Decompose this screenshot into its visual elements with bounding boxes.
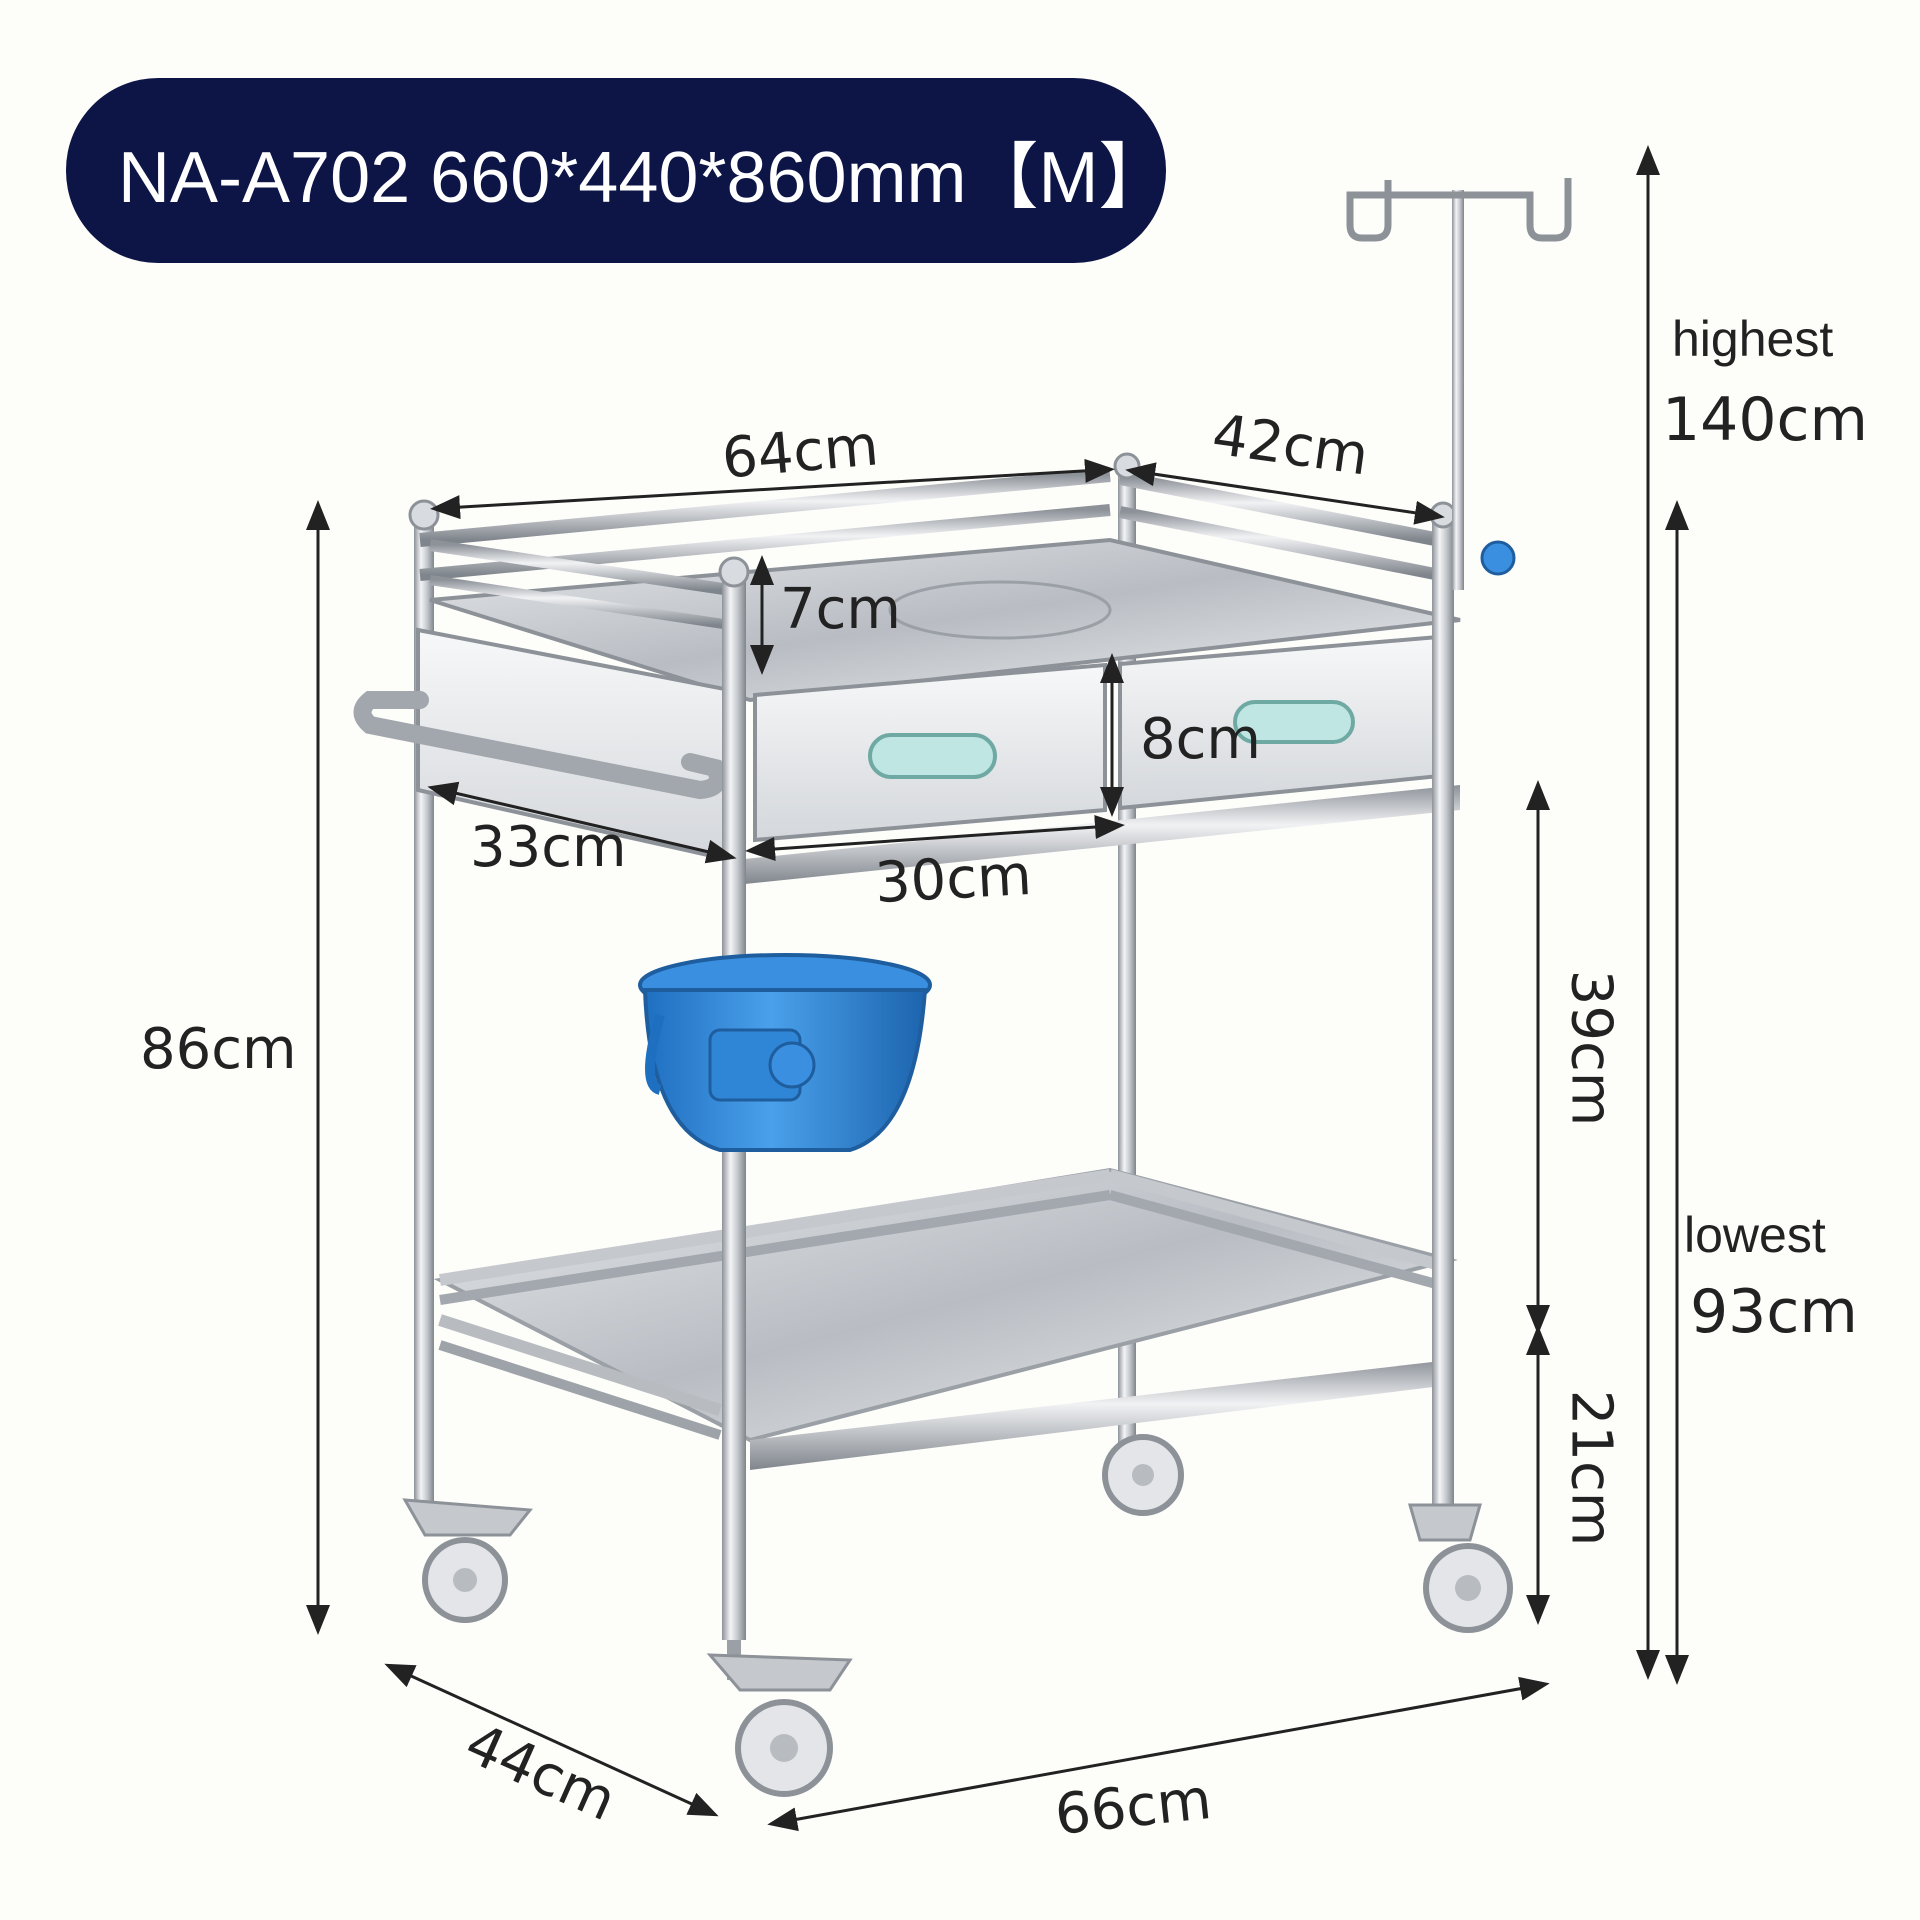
- iv-hook-right: [1458, 178, 1572, 242]
- label-top-width: 64cm: [719, 413, 882, 492]
- caster-front-left: [706, 1640, 853, 1797]
- label-bottom-clearance: 21cm: [1558, 1389, 1624, 1547]
- product-title: NA-A702 660*440*860mm【M】: [118, 138, 1171, 218]
- front-right-leg: [1432, 520, 1454, 1505]
- drawer-handle-left: [868, 733, 997, 779]
- drawer-handle-right: [1233, 700, 1355, 744]
- label-side-drawer: 33cm: [470, 815, 627, 880]
- caster-front-right: [1408, 1503, 1513, 1633]
- arrow-top-width: [430, 458, 1115, 520]
- label-drawer-width: 30cm: [873, 842, 1034, 917]
- arrow-drawer-width: [745, 815, 1125, 861]
- iv-hook-left: [1346, 180, 1458, 242]
- dimension-arrows: [306, 145, 1689, 1832]
- label-drawer-height: 8cm: [1140, 707, 1261, 772]
- title-banner: NA-A702 660*440*860mm【M】: [66, 78, 1171, 263]
- value-pole-highest: 140cm: [1662, 385, 1868, 455]
- caster-back-left: [402, 1498, 533, 1623]
- iv-pole: [1452, 190, 1464, 590]
- side-handle-bar: [353, 691, 727, 800]
- bottom-shelf-front-rail: [750, 1360, 1450, 1470]
- arrow-top-depth: [1125, 462, 1445, 525]
- label-total-height: 86cm: [140, 1017, 297, 1082]
- pole-knob: [1480, 540, 1516, 576]
- label-rail-height: 7cm: [780, 577, 901, 642]
- label-shelf-gap: 39cm: [1558, 969, 1624, 1127]
- arrow-base-width: [767, 1676, 1550, 1832]
- label-base-width: 66cm: [1051, 1766, 1215, 1849]
- label-pole-lowest: lowest: [1684, 1207, 1826, 1263]
- label-pole-highest: highest: [1672, 311, 1834, 367]
- caster-back-right: [1102, 1434, 1184, 1516]
- arrow-side-drawer: [427, 781, 737, 864]
- arrow-base-depth: [384, 1663, 719, 1817]
- value-pole-lowest: 93cm: [1690, 1277, 1858, 1347]
